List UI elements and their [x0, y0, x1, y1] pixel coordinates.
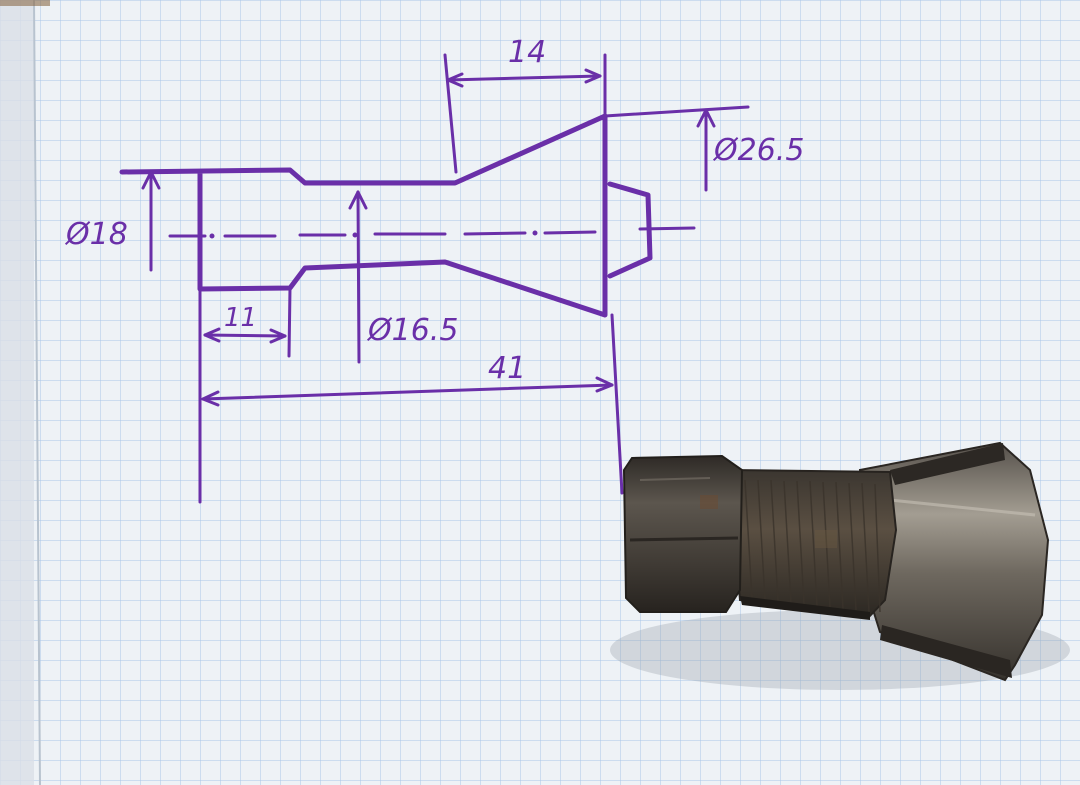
dimension-labels: 14 Ø26.5 Ø18 Ø16.5 11 41 [64, 35, 804, 386]
dim-26-5-label: Ø26.5 [712, 133, 804, 168]
metal-collet [610, 441, 1070, 690]
technical-sketch [119, 53, 750, 504]
dim-16-5-label: Ø16.5 [366, 313, 458, 348]
center-line [168, 226, 696, 238]
dim-41-label: 41 [488, 351, 526, 386]
collet-thread [726, 468, 898, 620]
part-outline [119, 113, 608, 318]
dim-18-label: Ø18 [64, 217, 128, 252]
end-cap [607, 181, 653, 279]
dim-14-label: 14 [508, 35, 546, 70]
dim-11-label: 11 [224, 303, 257, 333]
